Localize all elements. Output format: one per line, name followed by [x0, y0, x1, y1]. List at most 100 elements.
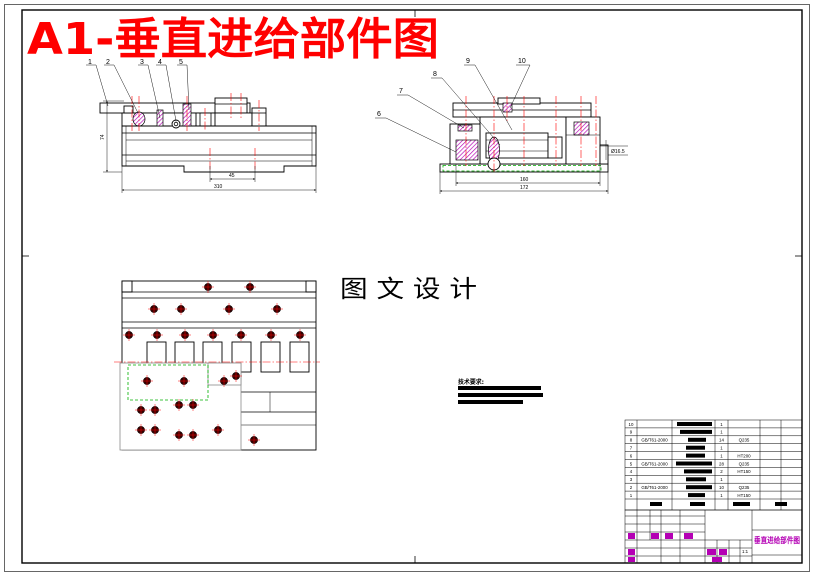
- title-block-border: [624, 509, 803, 564]
- table-cell-no: 1: [630, 493, 633, 498]
- mounting-hole: [265, 329, 277, 341]
- table-cell-qty: 1: [720, 493, 723, 498]
- table-cell-no: 10: [629, 422, 634, 427]
- table-cell-no: 9: [630, 430, 633, 435]
- mounting-hole: [151, 329, 163, 341]
- end-cap-right: [305, 280, 317, 293]
- table-cell-qty: 1: [720, 453, 723, 458]
- title-block-mark: [628, 549, 635, 555]
- mounting-hole: [179, 329, 191, 341]
- table-cell-no: 6: [630, 453, 633, 458]
- mounting-hole: [271, 303, 283, 315]
- top-view: [114, 280, 320, 451]
- leader-line: [464, 64, 513, 131]
- table-row: 10 1: [625, 422, 802, 429]
- table-cell-material: Q235: [739, 485, 750, 490]
- mounting-hole: [212, 424, 224, 436]
- mounting-hole: [173, 429, 185, 441]
- leader-line: [104, 64, 139, 114]
- redacted-name-cell: [688, 437, 706, 442]
- table-cell-material: HT150: [737, 493, 751, 498]
- mounting-hole: [248, 434, 260, 446]
- table-cell-material: Q235: [739, 438, 750, 443]
- technical-requirements: 技术要求:: [458, 378, 543, 404]
- part-6-section: [455, 139, 479, 161]
- table-cell-code: GB/T61-2000: [641, 438, 668, 443]
- table-cell-qty: 1: [720, 422, 723, 427]
- redacted-name-cell: [686, 453, 705, 458]
- redacted-requirement-line: [458, 393, 543, 397]
- mounting-hole: [149, 424, 161, 436]
- table-cell-material: HT150: [737, 469, 751, 474]
- part-4-pin: [171, 119, 181, 129]
- dimension-inner-width: 160: [520, 177, 529, 183]
- drawing-frame: [21, 9, 803, 564]
- mounting-hole: [187, 399, 199, 411]
- table-cell-qty: 28: [719, 461, 724, 466]
- table-cell-qty: 2: [720, 469, 723, 474]
- title-block-mark: [651, 533, 659, 539]
- redacted-requirement-line: [458, 400, 523, 404]
- mounting-hole: [141, 375, 153, 387]
- base-block: [121, 125, 317, 173]
- redacted-name-cell: [684, 469, 712, 474]
- part-label: 4: [158, 59, 162, 66]
- part-label: 6: [377, 111, 381, 118]
- redacted-name-cell: [686, 477, 706, 482]
- table-cell-qty: 1: [720, 477, 723, 482]
- part-1-clamp: [123, 105, 134, 114]
- mounting-hole: [135, 424, 147, 436]
- title-block-mark: [719, 549, 727, 555]
- table-cell-material: HT200: [737, 453, 751, 458]
- mounting-hole: [175, 303, 187, 315]
- redacted-requirement-line: [458, 386, 541, 390]
- leader-line: [138, 64, 161, 119]
- redacted-name-cell: [677, 422, 712, 426]
- part-10-section: [502, 102, 513, 113]
- sheet-outer-border: [4, 4, 810, 572]
- table-cell-no: 2: [630, 485, 633, 490]
- redacted-name-cell: [686, 445, 705, 450]
- redacted-header-cell: [733, 502, 750, 506]
- table-cell-qty: 14: [719, 438, 724, 443]
- mounting-hole: [294, 329, 306, 341]
- redacted-name-cell: [688, 493, 705, 498]
- end-cap-left: [121, 280, 133, 293]
- part-4-pin-bore: [173, 121, 179, 127]
- redacted-header-cell: [690, 502, 705, 506]
- mounting-hole: [223, 303, 235, 315]
- nut-block: [195, 112, 216, 127]
- title-block-mark: [684, 533, 693, 539]
- base-hidden-outline: [442, 165, 602, 172]
- mounting-hole: [218, 375, 230, 387]
- front-view: 1 2 3 4 5 74 45 310: [86, 59, 317, 193]
- mounting-hole: [207, 329, 219, 341]
- table-cell-no: 5: [630, 461, 633, 466]
- leader-line: [509, 64, 531, 109]
- mounting-hole: [123, 329, 135, 341]
- dimension-slot-width: 45: [229, 173, 235, 179]
- requirements-heading: 技术要求:: [458, 378, 484, 386]
- part-label: 7: [399, 88, 403, 95]
- title-block-drawing-name: 垂直进给部件图: [754, 535, 800, 545]
- redacted-name-cell: [686, 485, 712, 490]
- leader-line: [177, 64, 190, 111]
- table-cell-qty: 10: [719, 485, 724, 490]
- overlay-notch: [207, 362, 242, 386]
- drawing-title: A1-垂直进给部件图: [27, 14, 439, 65]
- part-label: 9: [466, 58, 470, 65]
- side-view: 6 7 8 9 10 160 172 Ø16.5: [375, 58, 628, 194]
- dimension-overall-width: 172: [520, 185, 529, 191]
- leader-line: [431, 77, 501, 146]
- table-row: 6 1 HT200: [625, 453, 802, 460]
- table-cell-material: Q235: [739, 461, 750, 466]
- mounting-holes: [123, 281, 306, 446]
